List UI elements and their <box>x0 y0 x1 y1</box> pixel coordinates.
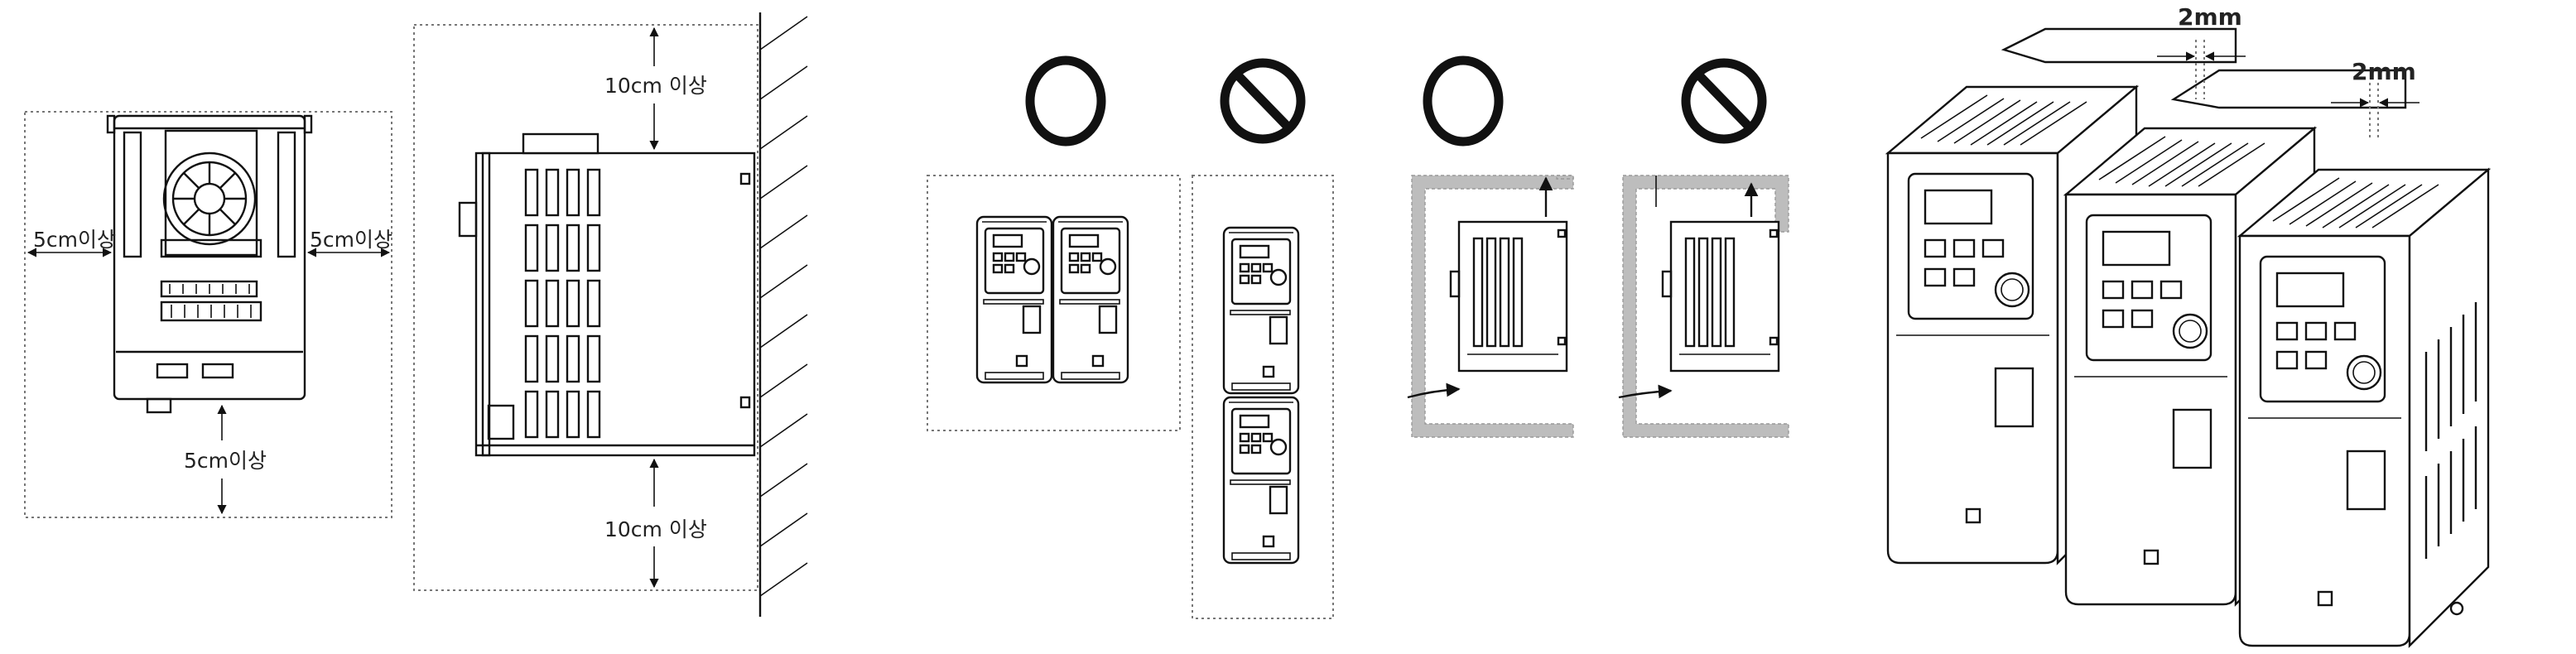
side-by-side-gap-view: 2mm 2mm <box>1886 3 2490 647</box>
clearance-left-label: 5cm이상 <box>33 228 116 252</box>
side-by-side-allowed <box>927 55 1181 431</box>
arrangement-boundary-vertical <box>1192 175 1334 619</box>
clearance-bottom-side-label: 10cm 이상 <box>604 517 707 541</box>
cabinet-airflow-allowed <box>1407 55 1574 438</box>
inverter-side-body <box>474 151 756 457</box>
clearance-bottom-label: 5cm이상 <box>184 449 267 473</box>
cooling-fan-housing <box>164 129 258 257</box>
fan-icon <box>162 151 257 246</box>
gap-label-2: 2mm <box>2352 58 2416 85</box>
airflow-in-arrow <box>1407 382 1461 399</box>
prohibited-sign-icon <box>1220 58 1306 144</box>
arrangement-boundary-horizontal <box>927 175 1181 431</box>
circle-allowed-icon-2 <box>1423 55 1504 147</box>
cabinet-airflow-prohibited <box>1618 58 1789 438</box>
front-view-clearance: 5cm이상 5cm이상 5cm이상 <box>24 111 392 518</box>
stacked-prohibited <box>1192 58 1334 619</box>
cabinet-wall-2 <box>1622 175 1789 438</box>
gap-label-1: 2mm <box>2178 3 2242 31</box>
side-view-clearance: 10cm 이상 10cm 이상 <box>413 12 808 617</box>
clearance-boundary-front <box>24 111 392 518</box>
cabinet-wall <box>1411 175 1574 438</box>
clearance-right-label: 5cm이상 <box>310 228 392 252</box>
inverter-unit-3 <box>2238 168 2490 647</box>
clearance-top-label: 10cm 이상 <box>604 74 707 98</box>
circle-allowed-icon <box>1025 55 1106 147</box>
airflow-in-arrow-2 <box>1618 384 1673 399</box>
prohibited-sign-icon-2 <box>1681 58 1767 144</box>
clearance-boundary-side <box>413 24 758 591</box>
